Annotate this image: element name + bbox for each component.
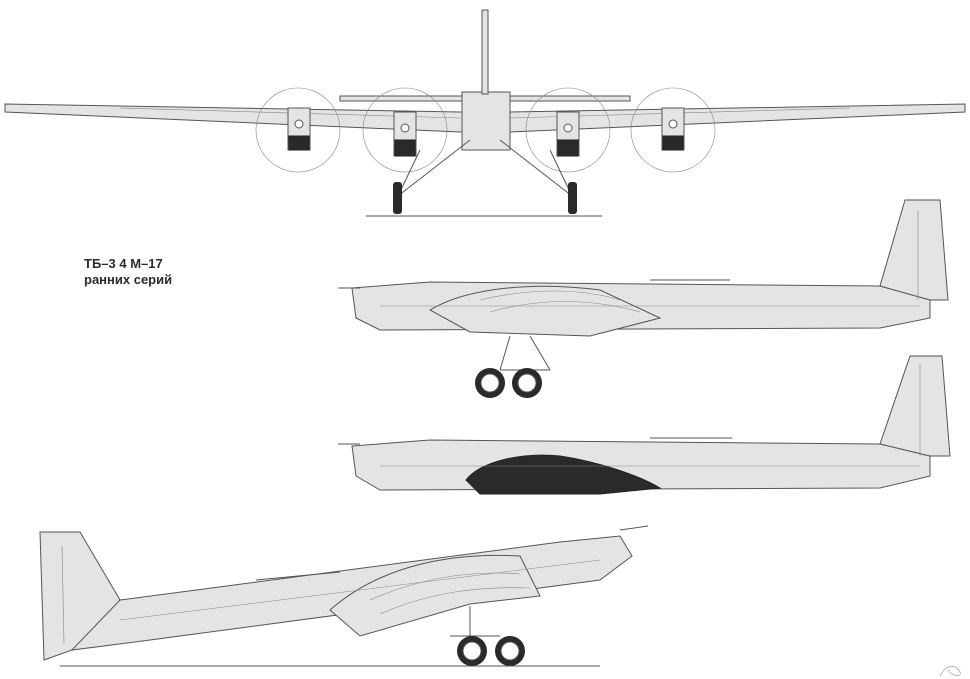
side3-panel-line: [119, 559, 601, 621]
side3-wing: [329, 554, 541, 637]
artist-signature: [939, 666, 961, 677]
side-view-right-perspective: [39, 525, 649, 667]
front-fuselage: [461, 91, 511, 151]
side3-fin: [39, 531, 121, 661]
front-radiator-3: [557, 139, 579, 157]
front-spinner-1: [294, 119, 304, 129]
side1-fin: [879, 199, 949, 301]
front-engines: [287, 107, 685, 157]
front-wheel-left: [393, 182, 402, 214]
front-prop-disc-3: [525, 87, 611, 173]
side2-wing-root-dark: [465, 454, 662, 495]
front-spinner-2: [400, 123, 410, 133]
front-spinner-3: [563, 123, 573, 133]
front-view: [4, 9, 966, 217]
front-prop-disc-4: [630, 87, 716, 173]
side3-fuselage: [69, 535, 633, 651]
caption-series-note: ранних серий: [84, 272, 173, 287]
side2-fin: [879, 355, 951, 457]
side3-hub-front: [462, 641, 482, 661]
side1-wing: [428, 285, 662, 337]
side-view-left: [338, 199, 949, 398]
caption-aircraft-designation: ТБ–3 4 М–17: [84, 256, 163, 271]
side1-hub-front: [480, 373, 500, 393]
front-prop-disc-1: [255, 87, 341, 173]
front-radiator-2: [394, 139, 416, 157]
front-wheel-right: [568, 182, 577, 214]
side1-gear-struts: [499, 335, 551, 371]
front-gear-struts: [397, 139, 573, 197]
side1-wing-ribs: [479, 290, 641, 313]
drawing-caption: ТБ–3 4 М–17 ранних серий: [84, 256, 172, 288]
side1-hub-rear: [517, 373, 537, 393]
side3-wing-ribs: [369, 572, 531, 615]
side3-dorsal-guns: [255, 571, 341, 581]
side3-rudder-hinge: [61, 545, 65, 645]
front-prop-disc-2: [362, 87, 448, 173]
front-fin: [481, 9, 489, 95]
side3-hub-rear: [500, 641, 520, 661]
front-radiator-4: [662, 135, 684, 151]
side-view-left-camouflage: [338, 355, 951, 495]
side3-gear-struts: [450, 606, 500, 637]
side3-nose-gun: [619, 525, 649, 531]
front-radiator-1: [288, 135, 310, 151]
front-spinner-4: [668, 119, 678, 129]
